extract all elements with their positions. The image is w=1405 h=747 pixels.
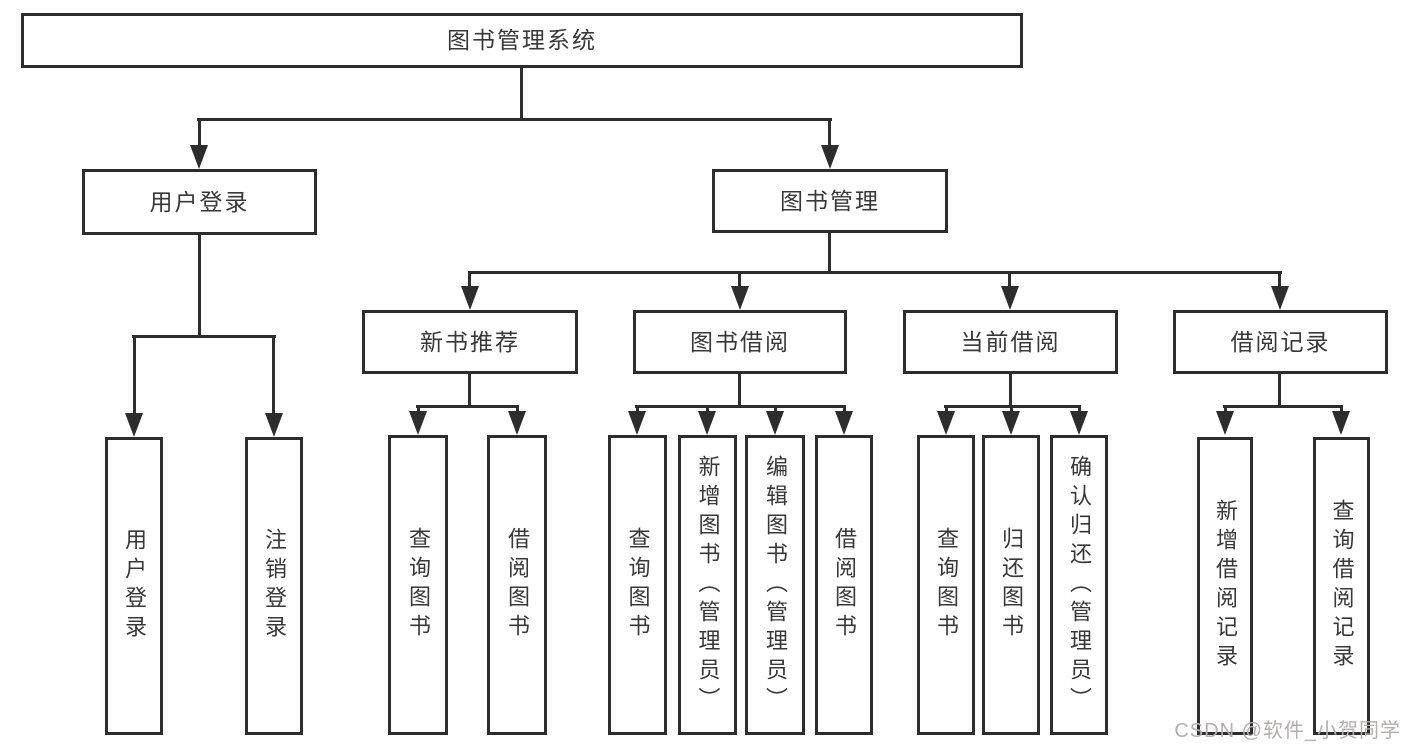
leaf-recommend-query-books: 查询图书 (388, 435, 448, 735)
connector-borrow-stub-1 (636, 405, 639, 414)
connector-root-vstub (520, 66, 523, 120)
leaf-current-query-books: 查询图书 (917, 435, 975, 735)
connector-book-mgmt-stub-1 (468, 271, 471, 289)
connector-user-login-vstub (198, 233, 201, 338)
connector-root-hline (197, 118, 832, 121)
leaf-add-borrow-record: 新增借阅记录 (1197, 437, 1253, 735)
arrow-current-leaf-3 (1070, 411, 1088, 435)
leaf-edit-book-admin: 编辑图书（管理员） (745, 435, 805, 735)
leaf-query-borrow-record: 查询借阅记录 (1313, 437, 1370, 735)
connector-user-login-stub-2 (272, 335, 275, 415)
leaf-add-book-admin: 新增图书（管理员） (678, 435, 737, 735)
arrow-to-current-borrow (1001, 286, 1019, 310)
node-book-borrow: 图书借阅 (633, 310, 847, 374)
arrow-to-leaf-user-login (125, 413, 143, 437)
arrow-to-book-borrow (731, 286, 749, 310)
arrow-current-leaf-2 (1002, 411, 1020, 435)
connector-borrow-vstub (738, 372, 741, 408)
connector-records-stub-2 (1340, 405, 1343, 414)
connector-current-stub-3 (1078, 405, 1081, 414)
connector-current-stub-1 (945, 405, 948, 414)
arrow-borrow-leaf-3 (766, 411, 784, 435)
arrow-records-leaf-2 (1332, 411, 1350, 435)
connector-records-hline (1223, 405, 1343, 408)
leaf-borrow-query-books: 查询图书 (608, 435, 667, 735)
node-new-book-recommend: 新书推荐 (362, 310, 578, 374)
leaf-return-book: 归还图书 (982, 435, 1040, 735)
arrow-recommend-leaf-2 (508, 411, 526, 435)
connector-book-mgmt-stub-3 (1008, 271, 1011, 289)
arrow-current-leaf-1 (937, 411, 955, 435)
connector-records-vstub (1278, 372, 1281, 408)
leaf-borrow-books: 借阅图书 (815, 435, 873, 735)
arrow-to-book-management (821, 145, 839, 169)
arrow-to-new-book-recommend (461, 286, 479, 310)
connector-borrow-stub-2 (706, 405, 709, 414)
leaf-confirm-return-admin: 确认归还（管理员） (1050, 435, 1108, 735)
connector-book-mgmt-stub-4 (1278, 271, 1281, 289)
arrow-to-leaf-logout (265, 413, 283, 437)
connector-current-stub-2 (1010, 405, 1013, 414)
node-user-login: 用户登录 (82, 169, 317, 235)
node-book-management: 图书管理 (712, 169, 948, 233)
leaf-logout: 注销登录 (245, 437, 303, 735)
connector-book-mgmt-stub-2 (738, 271, 741, 289)
connector-current-vstub (1009, 372, 1012, 408)
connector-recommend-hline (416, 405, 519, 408)
connector-root-stub-right (828, 118, 831, 148)
arrow-borrow-leaf-2 (698, 411, 716, 435)
arrow-to-borrow-records (1271, 286, 1289, 310)
connector-borrow-hline (635, 405, 846, 408)
arrow-borrow-leaf-1 (628, 411, 646, 435)
connector-recommend-vstub (468, 372, 471, 408)
connector-borrow-stub-3 (774, 405, 777, 414)
connector-recommend-stub-1 (417, 405, 420, 414)
connector-book-mgmt-hline (468, 271, 1282, 274)
leaf-user-login: 用户登录 (105, 437, 163, 735)
arrow-to-user-login (190, 145, 208, 169)
connector-book-mgmt-vstub (828, 231, 831, 274)
arrow-borrow-leaf-4 (835, 411, 853, 435)
connector-recommend-stub-2 (516, 405, 519, 414)
watermark: CSDN @软件_小贺同学 (1174, 720, 1401, 742)
node-root: 图书管理系统 (21, 13, 1023, 68)
connector-records-stub-1 (1224, 405, 1227, 414)
connector-borrow-stub-4 (843, 405, 846, 414)
connector-user-login-stub-1 (133, 335, 136, 415)
connector-user-login-hline (132, 335, 276, 338)
node-borrow-records: 借阅记录 (1173, 310, 1388, 374)
arrow-records-leaf-1 (1216, 411, 1234, 435)
arrow-recommend-leaf-1 (409, 411, 427, 435)
leaf-recommend-borrow-books: 借阅图书 (487, 435, 547, 735)
node-current-borrow: 当前借阅 (903, 310, 1118, 374)
connector-root-stub-left (198, 118, 201, 148)
